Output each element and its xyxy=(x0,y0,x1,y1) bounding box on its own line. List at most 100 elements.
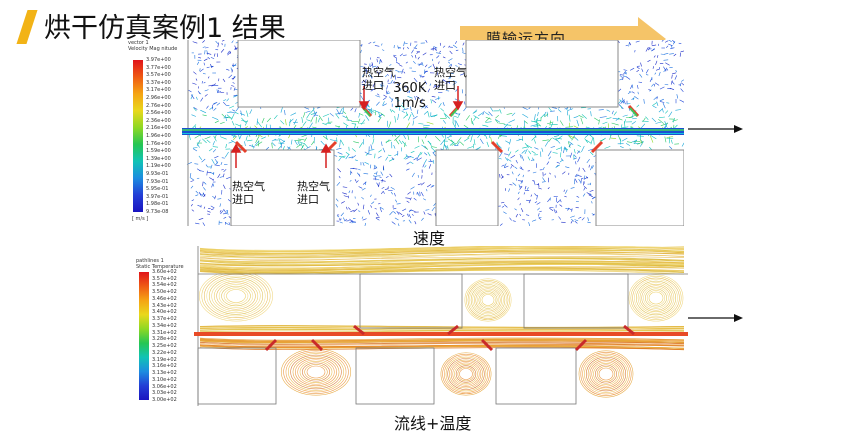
velocity-vector xyxy=(412,120,415,126)
velocity-vector xyxy=(371,201,375,205)
velocity-vector xyxy=(506,113,513,115)
streamline xyxy=(201,272,271,320)
velocity-vector xyxy=(473,116,477,121)
velocity-vector xyxy=(405,61,408,64)
velocity-vector xyxy=(555,147,562,150)
velocity-vector xyxy=(577,156,581,163)
velocity-vector xyxy=(372,82,376,88)
streamline xyxy=(445,356,487,392)
velocity-vector xyxy=(652,105,657,109)
velocity-vector xyxy=(193,71,197,75)
inlet-label-bottom-left: 热空气 进口 xyxy=(232,180,265,206)
velocity-vector xyxy=(354,123,356,129)
velocity-vector xyxy=(606,109,611,112)
velocity-vector xyxy=(315,145,318,150)
velocity-vector xyxy=(188,134,191,141)
velocity-vector xyxy=(280,140,286,145)
streamline xyxy=(290,354,342,390)
velocity-vector xyxy=(195,78,198,81)
velocity-vector xyxy=(571,208,573,212)
velocity-vector xyxy=(193,106,198,110)
velocity-vector xyxy=(396,210,400,215)
velocity-vector xyxy=(496,143,502,149)
streamline xyxy=(648,291,664,305)
velocity-vector xyxy=(226,176,231,180)
velocity-vector xyxy=(401,140,407,147)
velocity-vector xyxy=(548,107,552,112)
velocity-vector xyxy=(419,191,421,196)
velocity-vector xyxy=(215,40,219,44)
velocity-vector xyxy=(424,64,428,68)
velocity-vector xyxy=(538,213,540,217)
velocity-vector xyxy=(361,187,366,191)
velocity-vector xyxy=(433,46,438,49)
streamline xyxy=(285,351,347,393)
streamline xyxy=(306,365,326,379)
velocity-vector xyxy=(397,113,399,121)
velocity-vector xyxy=(373,164,376,170)
velocity-vector xyxy=(380,112,386,117)
velocity-vector xyxy=(289,118,294,123)
velocity-vector xyxy=(231,40,234,44)
velocity-vector xyxy=(606,117,612,120)
streamline xyxy=(199,337,685,341)
streamline xyxy=(295,357,338,387)
velocity-vector xyxy=(565,189,568,194)
velocity-vector xyxy=(204,136,211,140)
velocity-vector xyxy=(394,116,396,123)
velocity-vector xyxy=(278,142,285,144)
temperature-legend-tick: 3.31e+02 xyxy=(152,329,177,336)
velocity-vector xyxy=(537,207,540,211)
velocity-vector xyxy=(440,108,445,112)
velocity-vector xyxy=(671,74,673,79)
velocity-vector xyxy=(625,44,628,47)
velocity-vector xyxy=(586,159,590,164)
velocity-vector xyxy=(212,149,217,153)
velocity-vector xyxy=(498,157,502,160)
velocity-vector xyxy=(376,212,379,217)
velocity-vector xyxy=(576,119,580,127)
streamline xyxy=(203,274,269,318)
velocity-vector xyxy=(401,110,405,113)
velocity-vector xyxy=(340,212,345,217)
velocity-vector xyxy=(364,79,367,84)
velocity-vector xyxy=(620,105,623,110)
streamline xyxy=(213,280,259,312)
velocity-vector xyxy=(632,118,637,120)
velocity-vector xyxy=(381,43,383,46)
velocity-vector xyxy=(570,215,575,218)
velocity-vector xyxy=(580,117,584,125)
velocity-vector xyxy=(211,116,219,120)
velocity-legend-tick: 1.98e-01 xyxy=(146,201,169,208)
velocity-vector xyxy=(508,119,516,123)
velocity-vector xyxy=(421,87,424,90)
velocity-outlet-arrow xyxy=(688,125,743,133)
streamline-plot xyxy=(194,246,688,406)
velocity-vector xyxy=(304,137,307,142)
velocity-vector xyxy=(428,164,432,169)
streamline xyxy=(199,327,685,330)
velocity-vector xyxy=(634,95,639,100)
velocity-vector xyxy=(199,192,203,196)
velocity-vector xyxy=(549,172,552,175)
velocity-legend-tick: 2.96e+00 xyxy=(146,95,171,101)
streamline xyxy=(449,359,483,389)
velocity-vector xyxy=(382,101,385,106)
velocity-vector xyxy=(669,87,675,90)
velocity-vector xyxy=(426,189,428,192)
velocity-vector xyxy=(432,63,436,69)
velocity-vector xyxy=(568,135,573,140)
velocity-vector xyxy=(360,49,362,53)
velocity-vector xyxy=(563,189,565,192)
velocity-vector xyxy=(363,66,367,70)
velocity-vector xyxy=(317,118,320,123)
velocity-vector xyxy=(362,181,367,185)
velocity-vector xyxy=(680,82,684,86)
velocity-vector xyxy=(568,114,571,122)
velocity-vector xyxy=(367,209,370,215)
velocity-vector xyxy=(397,76,402,79)
velocity-vector xyxy=(378,182,380,188)
velocity-vector xyxy=(448,45,451,48)
velocity-vector xyxy=(349,220,353,224)
velocity-vector xyxy=(241,117,247,123)
